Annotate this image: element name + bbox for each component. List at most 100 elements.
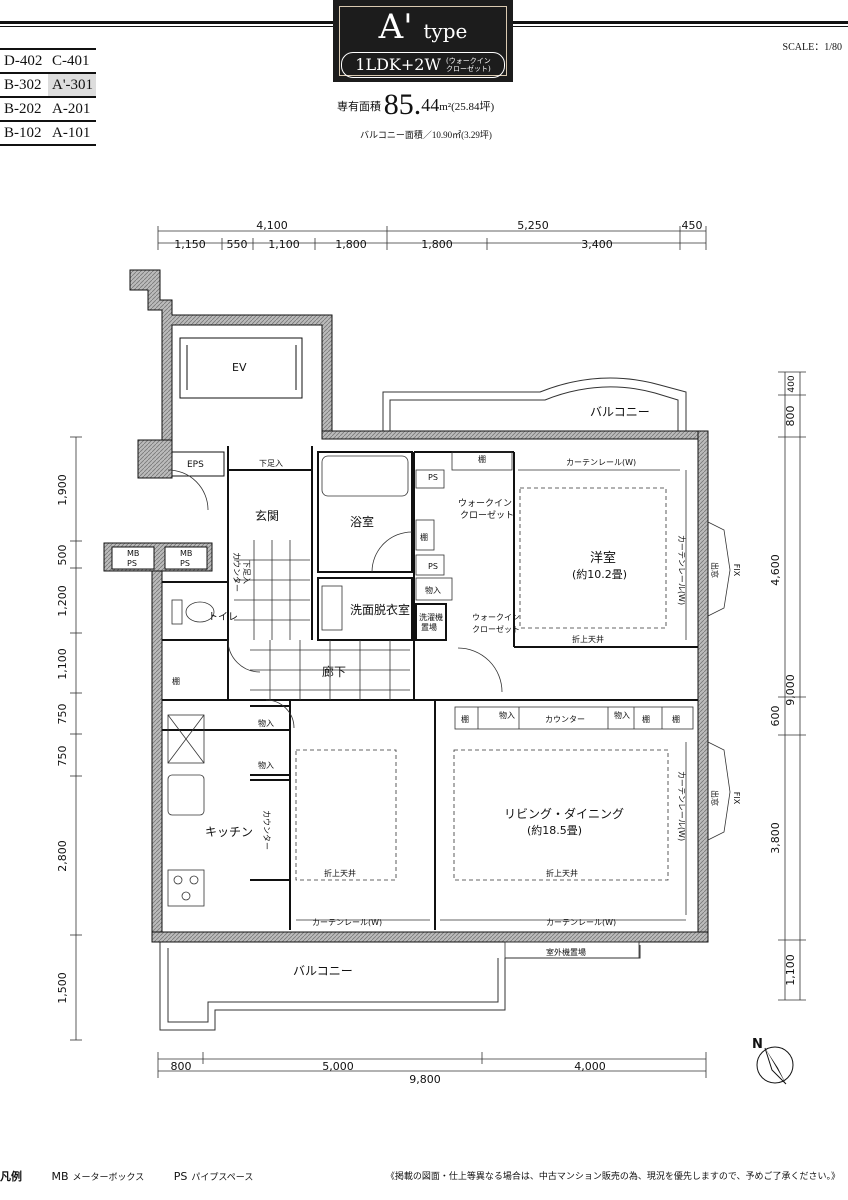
balcony-top xyxy=(382,377,687,437)
ldk-size: (約18.5畳) xyxy=(527,823,582,837)
mb-label: MB xyxy=(180,549,192,558)
floor-area-value: 85. xyxy=(383,88,422,121)
legend-title: 凡例 xyxy=(0,1170,22,1183)
dim-left: 750 xyxy=(56,746,69,767)
layout-note: (ウォークインクローゼット) xyxy=(445,56,491,73)
dim-bottom: 4,000 xyxy=(574,1060,606,1073)
bath-label: 浴室 xyxy=(350,514,374,529)
right-dimensions xyxy=(778,371,806,1001)
storage-label: 物入 xyxy=(425,585,441,595)
dim-left: 1,900 xyxy=(56,474,69,506)
dim-left: 750 xyxy=(56,704,69,725)
counter-shoe-label: 下足入 xyxy=(242,560,251,584)
unit-cell: C-401 xyxy=(48,48,96,73)
ps-label: PS xyxy=(180,559,190,568)
unit-cell: B-302 xyxy=(0,72,48,97)
washroom-label: 洗面脱衣室 xyxy=(350,602,410,617)
ceiling-label: 折上天井 xyxy=(324,868,356,878)
ps-label: PS xyxy=(428,473,438,482)
right-dimension-labels: 400 800 4,600 9,000 600 3,800 1,100 xyxy=(769,375,797,986)
ceiling-label: 折上天井 xyxy=(572,634,604,644)
floor-plan: 4,100 5,250 450 1,150 550 1,100 1,800 1,… xyxy=(56,219,806,1086)
shelf-label: 棚 xyxy=(478,454,486,464)
type-title: A' type xyxy=(335,8,511,50)
shoe-storage-label: 下足入 xyxy=(259,459,283,468)
kitchen-label: キッチン xyxy=(205,825,253,839)
compass-north: N xyxy=(752,1037,763,1052)
bottom-dimensions xyxy=(157,1052,707,1078)
balcony-top-label: バルコニー xyxy=(590,405,650,419)
ldk-label: リビング・ダイニング xyxy=(504,806,624,821)
dim-top-total-left: 4,100 xyxy=(256,219,288,232)
dim-right: 400 xyxy=(787,375,797,392)
badge-frame xyxy=(339,6,507,76)
dim-right: 4,600 xyxy=(769,554,782,586)
top-dimensions xyxy=(157,226,707,250)
shelf-label: 棚 xyxy=(420,532,428,542)
shelf-label: 棚 xyxy=(642,714,650,724)
outdoor-unit-label: 室外機置場 xyxy=(546,947,586,957)
dim-top-part: 1,800 xyxy=(335,238,367,251)
room-labels: バルコニー バルコニー 下足入 玄関 浴室 洗面脱衣室 洗濯機 置場 トイレ 廊… xyxy=(172,405,741,978)
unit-cell: B-202 xyxy=(0,96,48,121)
left-dimensions xyxy=(70,436,82,1041)
interior-walls xyxy=(162,446,698,930)
unit-cell: B-102 xyxy=(0,120,48,146)
walkin-label: ウォークイン xyxy=(472,613,520,622)
curtain-label: カーテンレール(W) xyxy=(566,458,636,467)
storage-label: 物入 xyxy=(499,710,515,720)
unit-cell: A-101 xyxy=(48,120,96,146)
counter-shoe-label: カウンター xyxy=(232,552,241,592)
toilet-label: トイレ xyxy=(208,612,238,623)
western-room-size: (約10.2畳) xyxy=(572,567,627,581)
dim-top-total-right: 450 xyxy=(682,219,703,232)
hall-label: 廊下 xyxy=(322,664,346,679)
storage-label: 物入 xyxy=(614,710,630,720)
floor-area: 専有面積 85.44m²(25.84坪) xyxy=(337,88,494,122)
eps-label: EPS xyxy=(187,460,204,470)
curtain-label: カーテンレール(W) xyxy=(677,771,686,841)
curtain-label: カーテンレール(W) xyxy=(312,918,382,927)
bay-window-label: 出窓 xyxy=(710,790,720,806)
legend-mb-desc: メーターボックス xyxy=(72,1173,145,1183)
walkin-label: クローゼット xyxy=(472,624,520,634)
floor-area-label: 専有面積 xyxy=(337,101,381,113)
floor-area-unit: m² xyxy=(439,101,452,113)
legend-ps-desc: パイプスペース xyxy=(191,1173,254,1183)
top-dimension-labels: 4,100 5,250 450 1,150 550 1,100 1,800 1,… xyxy=(174,219,702,251)
dim-left: 1,500 xyxy=(56,972,69,1004)
bay-window-label: 出窓 xyxy=(710,562,720,578)
dim-left: 2,800 xyxy=(56,840,69,872)
laundry-label: 洗濯機 xyxy=(419,612,443,622)
balcony-bottom-label: バルコニー xyxy=(293,964,353,978)
ev-label: EV xyxy=(232,361,247,374)
disclaimer-note: 《掲載の図面・仕上等異なる場合は、中古マンション販売の為、現況を優先しますので、… xyxy=(385,1171,840,1181)
type-badge: A' type 1LDK+2W (ウォークインクローゼット) xyxy=(333,0,513,82)
storage-label: 物入 xyxy=(258,760,274,770)
fix-window-label: FIX xyxy=(732,564,741,577)
walkin-label: ウォークイン xyxy=(458,498,512,509)
dim-bottom-total: 9,800 xyxy=(409,1073,441,1086)
service-spaces: EPS MB PS MB PS xyxy=(111,451,225,570)
dim-top-total-mid: 5,250 xyxy=(517,219,549,232)
unit-cell-highlighted: A'-301 xyxy=(48,72,96,97)
dim-left: 1,100 xyxy=(56,648,69,680)
curtain-label: カーテンレール(W) xyxy=(677,535,686,605)
elevator: EV xyxy=(179,337,303,399)
ps-label: PS xyxy=(127,559,137,568)
dim-top-part: 1,150 xyxy=(174,238,206,251)
laundry-label: 置場 xyxy=(421,622,437,632)
mb-label: MB xyxy=(127,549,139,558)
dim-right: 800 xyxy=(784,406,797,427)
floor-area-tsubo: (25.84坪) xyxy=(451,101,495,113)
unit-cell: D-402 xyxy=(0,48,48,73)
ps-label: PS xyxy=(428,562,438,571)
type-suffix: type xyxy=(423,19,468,43)
type-name: A' xyxy=(378,7,413,47)
counter-label: カウンター xyxy=(545,715,585,724)
dim-left: 500 xyxy=(56,545,69,566)
shelf-label: 棚 xyxy=(672,714,680,724)
dim-top-part: 550 xyxy=(227,238,248,251)
dim-right: 1,100 xyxy=(784,954,797,986)
